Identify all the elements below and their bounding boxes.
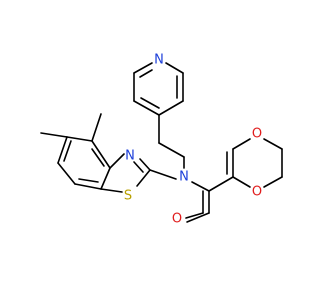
thiazole-nitrogen: N bbox=[125, 149, 135, 164]
structure-diagram: N N S N O O O bbox=[40, 53, 283, 227]
dioxine-oxygen-bottom: O bbox=[252, 185, 262, 200]
thiazole-sulfur: S bbox=[124, 189, 132, 204]
dioxine-oxygen-top: O bbox=[252, 127, 262, 142]
dioxine-ring bbox=[226, 138, 283, 188]
carbonyl-oxygen: O bbox=[172, 212, 182, 227]
pyridine-ring bbox=[133, 62, 184, 116]
amide-n-bonds bbox=[149, 169, 210, 192]
methylene-linker bbox=[158, 114, 185, 169]
methyl-groups bbox=[40, 113, 102, 142]
thiazole-ring bbox=[100, 153, 151, 193]
benzo-ring bbox=[57, 136, 111, 190]
amide-nitrogen: N bbox=[179, 170, 189, 185]
pyridine-nitrogen: N bbox=[154, 53, 164, 68]
carbonyl-group bbox=[202, 176, 234, 214]
molecule-drawing: N N S N O O O bbox=[40, 53, 283, 227]
